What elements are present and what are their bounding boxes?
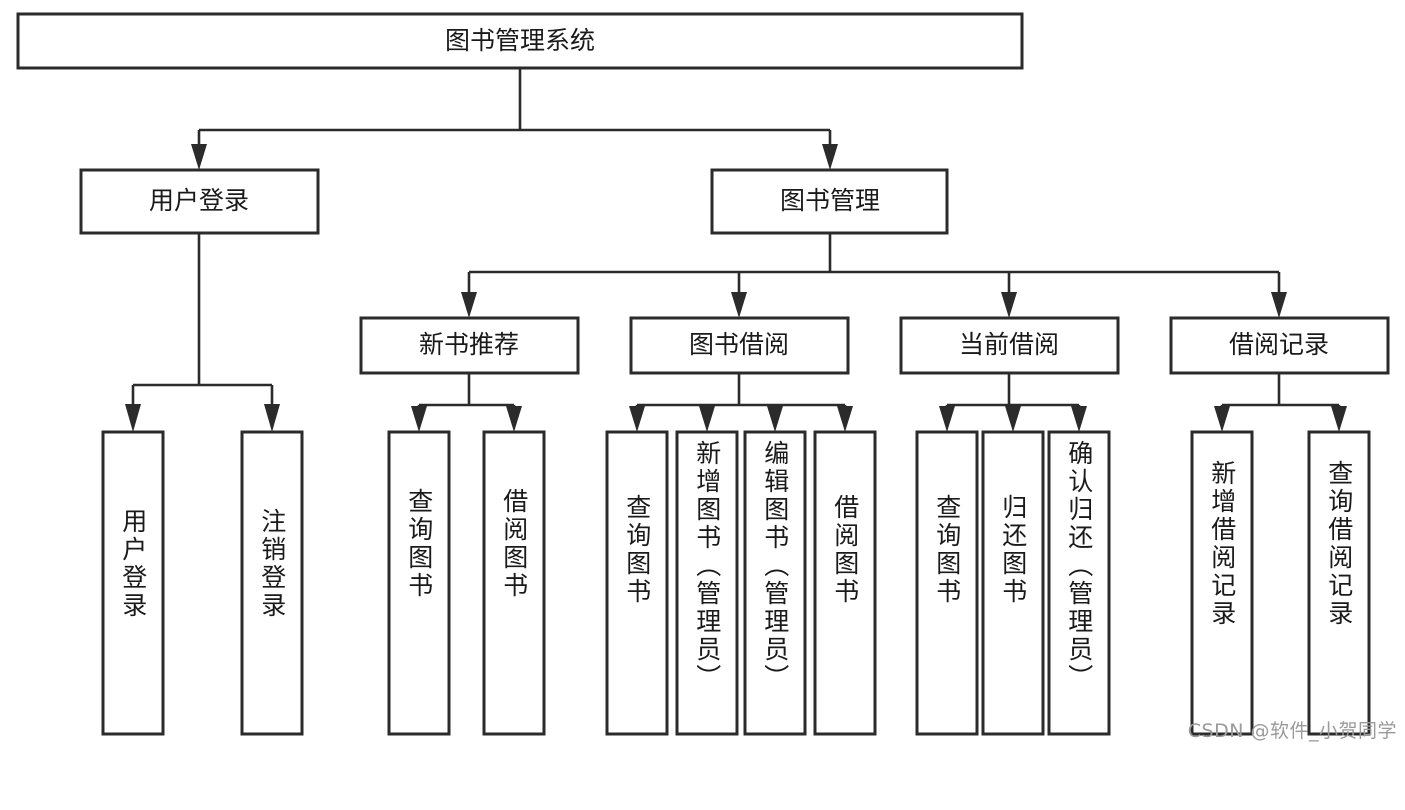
- node-book-manage-label: 图书管理: [780, 186, 880, 215]
- node-user-login-box[interactable]: [79, 168, 320, 235]
- arrow-head-leaf-add-record: [1214, 406, 1230, 432]
- node-book-borrow-label: 图书借阅: [689, 330, 789, 359]
- node-user-login[interactable]: 用户登录: [79, 168, 320, 235]
- node-leaf-query-book-rec-box[interactable]: [387, 430, 451, 736]
- arrow-head-leaf-add-book: [699, 406, 715, 432]
- hierarchy-diagram-svg: 图书管理系统 用户登录 图书管理 新书推荐 图书借阅 当前借阅 借阅记录: [16, 12, 1390, 736]
- connector-group-root: [191, 68, 838, 170]
- node-leaf-add-book-box[interactable]: [675, 430, 739, 736]
- node-new-book-recommend[interactable]: 新书推荐: [359, 316, 580, 375]
- arrow-head-new-book-recommend: [461, 292, 477, 318]
- node-new-book-recommend-label: 新书推荐: [419, 330, 519, 359]
- node-borrow-record[interactable]: 借阅记录: [1169, 316, 1390, 375]
- arrow-head-leaf-query-book-rec: [411, 406, 427, 432]
- arrow-head-leaf-query-record: [1331, 406, 1347, 432]
- node-new-book-recommend-box[interactable]: [359, 316, 580, 375]
- connector-group-new-book-recommend: [411, 373, 522, 432]
- leaf-node-group: [101, 430, 1371, 736]
- node-leaf-return-book-box[interactable]: [981, 430, 1045, 736]
- node-leaf-query-book-borrow-box[interactable]: [605, 430, 669, 736]
- arrow-head-book-borrow: [731, 292, 747, 318]
- node-borrow-record-label: 借阅记录: [1229, 330, 1329, 359]
- arrow-head-leaf-return-book: [1005, 406, 1021, 432]
- node-book-borrow-box[interactable]: [629, 316, 850, 375]
- node-leaf-query-record-box[interactable]: [1307, 430, 1371, 736]
- node-borrow-record-box[interactable]: [1169, 316, 1390, 375]
- node-book-borrow[interactable]: 图书借阅: [629, 316, 850, 375]
- arrow-head-leaf-logout: [264, 404, 280, 432]
- arrow-head-borrow-record: [1271, 292, 1287, 318]
- node-user-login-label: 用户登录: [149, 186, 249, 215]
- node-leaf-query-book-cur-box[interactable]: [915, 430, 979, 736]
- arrow-head-book-manage: [822, 144, 838, 170]
- arrow-head-leaf-edit-book: [767, 406, 783, 432]
- arrow-head-leaf-query-book-cur: [939, 406, 955, 432]
- node-leaf-borrow-book-box[interactable]: [813, 430, 877, 736]
- arrow-head-current-borrow: [1001, 292, 1017, 318]
- node-root-system[interactable]: 图书管理系统: [16, 12, 1024, 70]
- arrow-head-leaf-confirm-return: [1071, 406, 1087, 432]
- node-leaf-logout-box[interactable]: [240, 430, 304, 736]
- node-leaf-edit-book-box[interactable]: [743, 430, 807, 736]
- connector-group-current-borrow: [939, 373, 1087, 432]
- arrow-head-leaf-user-login: [125, 404, 141, 432]
- node-leaf-confirm-return-box[interactable]: [1047, 430, 1111, 736]
- node-current-borrow[interactable]: 当前借阅: [899, 316, 1120, 375]
- node-root-system-label: 图书管理系统: [445, 26, 595, 55]
- node-current-borrow-label: 当前借阅: [959, 330, 1059, 359]
- arrow-head-user-login: [191, 144, 207, 170]
- node-leaf-user-login-box[interactable]: [101, 430, 165, 736]
- node-current-borrow-box[interactable]: [899, 316, 1120, 375]
- diagram-canvas: 图书管理系统 用户登录 图书管理 新书推荐 图书借阅 当前借阅 借阅记录: [16, 12, 1397, 742]
- arrow-head-leaf-borrow-book-rec: [506, 406, 522, 432]
- node-leaf-add-record-box[interactable]: [1190, 430, 1254, 736]
- node-book-manage-box[interactable]: [710, 168, 949, 235]
- node-book-manage[interactable]: 图书管理: [710, 168, 949, 235]
- connector-group-book-borrow: [629, 373, 853, 432]
- arrow-head-leaf-borrow-book: [837, 406, 853, 432]
- connector-group-book-manage: [461, 233, 1287, 318]
- connector-group-borrow-record: [1214, 373, 1347, 432]
- node-leaf-borrow-book-rec-box[interactable]: [482, 430, 546, 736]
- node-root-system-box[interactable]: [16, 12, 1024, 70]
- arrow-head-leaf-query-book-borrow: [629, 406, 645, 432]
- connector-group-user-login: [125, 233, 280, 432]
- csdn-watermark: CSDN @软件_小贺同学: [1187, 720, 1397, 742]
